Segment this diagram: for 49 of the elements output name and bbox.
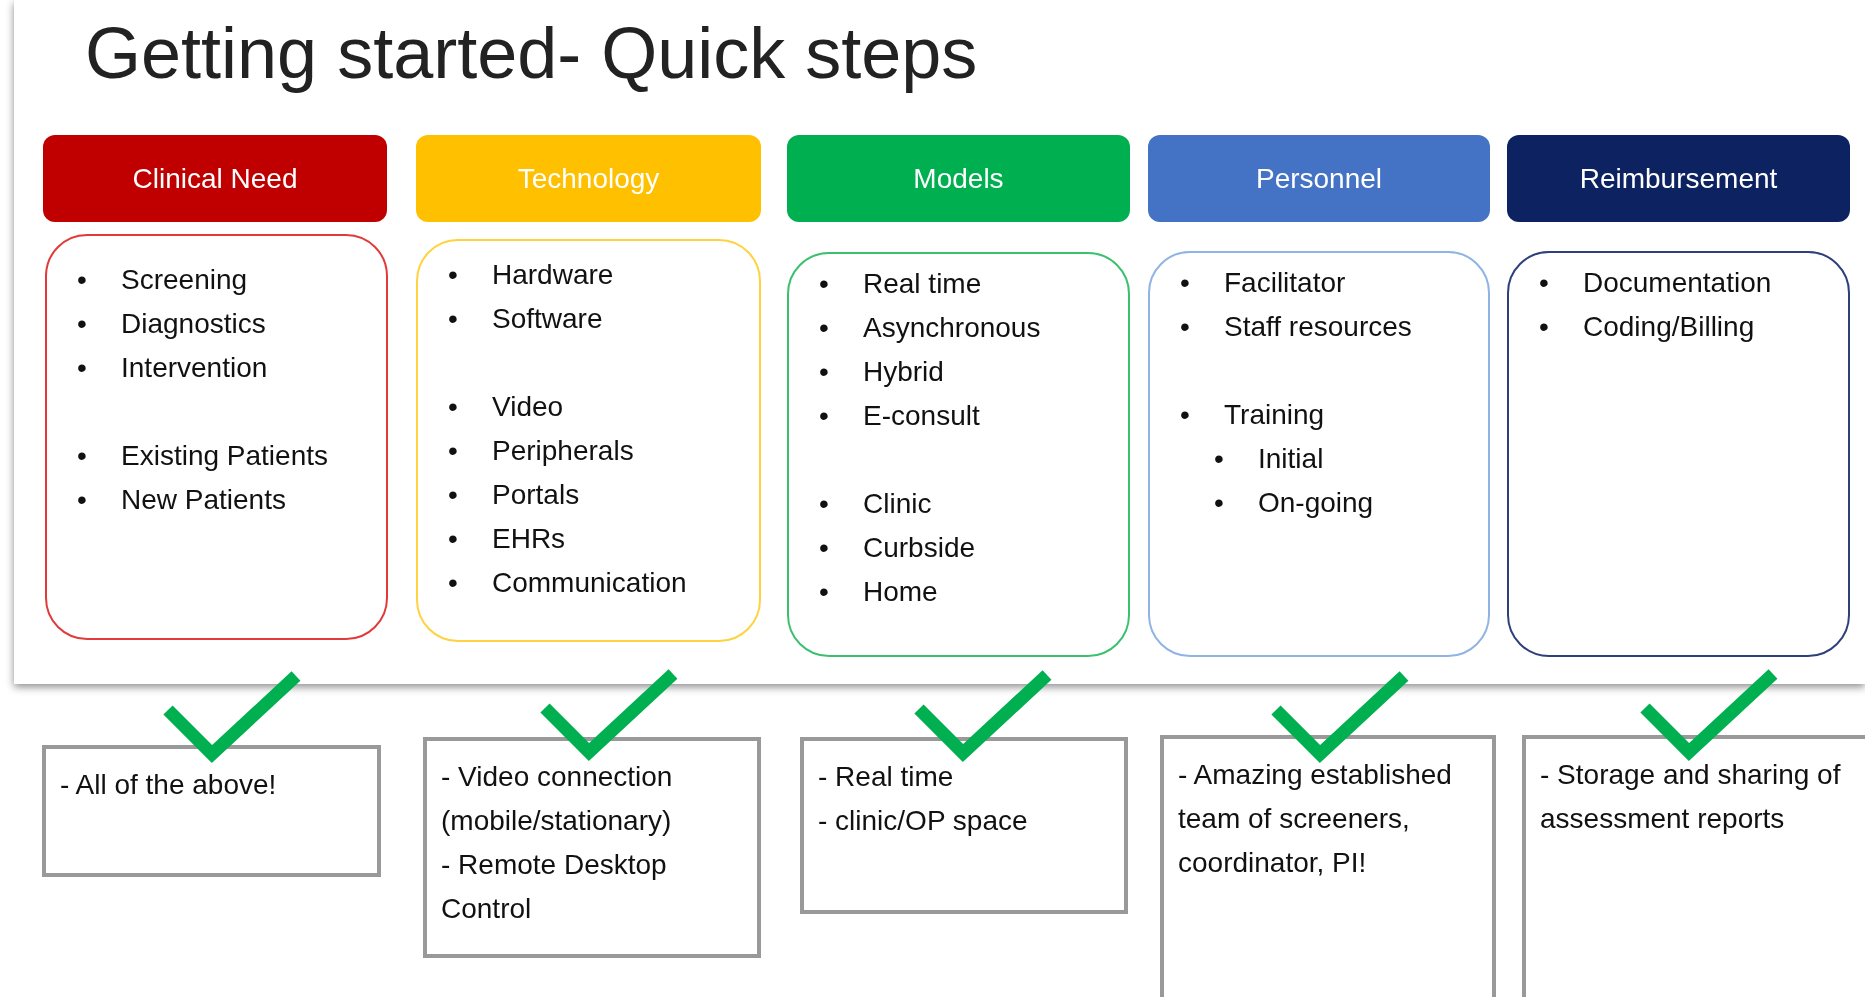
bullet-item: • Home [819, 575, 939, 609]
bullet-item: • Staff resources [1180, 310, 1413, 344]
category-header: Clinical Need [43, 135, 387, 222]
note-text: - All of the above! [60, 768, 278, 802]
bullet-item: • Screening [77, 263, 249, 297]
bullet-item: • EHRs [448, 522, 567, 556]
note-box [42, 745, 381, 877]
bullet-item: • New Patients [77, 483, 287, 517]
bullet-item: • Peripherals [448, 434, 635, 468]
bullet-item: • Initial [1214, 442, 1325, 476]
note-box [1160, 735, 1496, 997]
bullet-item: • Asynchronous [819, 311, 1042, 345]
note-text: - clinic/OP space [818, 804, 1029, 838]
bullet-list-card [787, 252, 1130, 657]
note-box [1522, 735, 1865, 997]
note-text: - Video connection (mobile/stationary) [441, 760, 674, 838]
bullet-item: • Portals [448, 478, 581, 512]
note-text: - Remote Desktop Control [441, 848, 668, 926]
bullet-item: • Documentation [1539, 266, 1773, 300]
bullet-item: • Hardware [448, 258, 615, 292]
bullet-item: • Video [448, 390, 565, 424]
bullet-item: • Training [1180, 398, 1326, 432]
bullet-item: • E-consult [819, 399, 981, 433]
bullet-item: • Intervention [77, 351, 269, 385]
bullet-list-card [1507, 251, 1850, 657]
note-box [800, 737, 1128, 914]
bullet-item: • Curbside [819, 531, 977, 565]
bullet-item: • Communication [448, 566, 688, 600]
slide-title: Getting started- Quick steps [85, 12, 978, 94]
category-header: Personnel [1148, 135, 1490, 222]
bullet-item: • Real time [819, 267, 983, 301]
bullet-item: • Hybrid [819, 355, 945, 389]
bullet-item: • Facilitator [1180, 266, 1347, 300]
note-box [423, 737, 761, 958]
category-header: Reimbursement [1507, 135, 1850, 222]
bullet-list-card [416, 239, 761, 642]
bullet-item: • Clinic [819, 487, 933, 521]
bullet-item: • On-going [1214, 486, 1375, 520]
note-text: - Storage and sharing of assessment reports [1540, 758, 1842, 836]
bullet-item: • Diagnostics [77, 307, 267, 341]
category-header: Technology [416, 135, 761, 222]
note-text: - Amazing established team of screeners, coordinator, PI! [1178, 758, 1453, 880]
bullet-item: • Existing Patients [77, 439, 329, 473]
bullet-item: • Software [448, 302, 604, 336]
bullet-item: • Coding/Billing [1539, 310, 1756, 344]
bullet-list-card [1148, 251, 1490, 657]
bullet-list-card [45, 234, 388, 640]
category-header: Models [787, 135, 1130, 222]
note-text: - Real time [818, 760, 955, 794]
